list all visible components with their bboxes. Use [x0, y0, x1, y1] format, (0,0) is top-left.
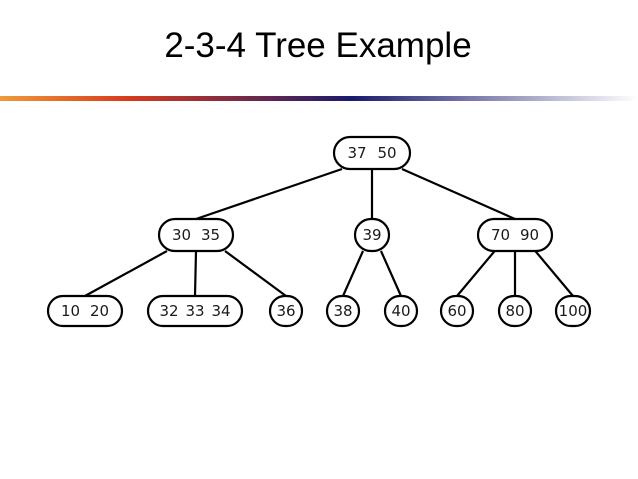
tree-node-key: 70	[491, 226, 510, 244]
tree-node-key: 10	[61, 302, 80, 320]
tree-node-n-80: 80	[497, 294, 533, 328]
tree-node-box	[157, 217, 235, 253]
tree-node-box	[46, 294, 124, 328]
tree-edge-n-30-35-to-n-10-20	[84, 250, 168, 297]
tree-node-key: 60	[447, 302, 466, 320]
tree-node-n-36: 36	[268, 294, 304, 328]
tree-node-n-100: 100	[554, 294, 592, 328]
tree-node-box	[439, 294, 475, 328]
tree-node-n-30-35: 30 35	[157, 217, 235, 253]
tree-node-key: 34	[211, 302, 230, 320]
tree-node-box	[497, 294, 533, 328]
tree-node-box	[353, 217, 391, 253]
tree-node-key: 90	[520, 226, 539, 244]
tree-edges	[84, 167, 574, 297]
tree-edge-n-70-90-to-n-60	[456, 250, 496, 297]
tree-node-n-40: 40	[383, 294, 419, 328]
tree-node-root: 37 50	[332, 135, 412, 171]
tree-node-box	[146, 294, 244, 328]
tree-node-box	[383, 294, 419, 328]
tree-node-n-32-33-34: 32 33 34	[146, 294, 244, 328]
tree-node-n-38: 38	[325, 294, 361, 328]
slide-title: 2-3-4 Tree Example	[164, 26, 472, 65]
tree-edge-n-39-to-n-40	[379, 250, 403, 297]
tree-node-key: 100	[559, 302, 588, 320]
tree-edge-n-39-to-n-38	[341, 250, 365, 297]
tree-node-n-70-90: 70 90	[476, 217, 554, 253]
tree-node-key: 38	[333, 302, 352, 320]
tree-node-key: 33	[185, 302, 204, 320]
tree-node-box	[554, 294, 592, 328]
tree-node-box	[325, 294, 361, 328]
tree-node-key: 50	[377, 144, 396, 162]
tree-node-n-39: 39	[353, 217, 391, 253]
tree-node-key: 32	[159, 302, 178, 320]
tree-node-box	[268, 294, 304, 328]
tree-node-key: 37	[347, 144, 366, 162]
tree-node-box	[476, 217, 554, 253]
tree-node-key: 36	[276, 302, 295, 320]
title-underline-bar	[0, 96, 638, 101]
tree-node-key: 30	[172, 226, 191, 244]
tree-node-n-10-20: 10 20	[46, 294, 124, 328]
tree-nodes: 37 50 30 35 39 70 90 10 20 32 33 34 36 38 40 60 80 100	[46, 135, 592, 328]
tree-node-key: 35	[201, 226, 220, 244]
tree-node-key: 40	[391, 302, 410, 320]
tree-node-key: 39	[362, 226, 381, 244]
tree-node-box	[332, 135, 412, 171]
tree-node-key: 80	[505, 302, 524, 320]
tree-edge-root-to-n-70-90	[401, 167, 516, 221]
tree-edge-root-to-n-30-35	[195, 167, 343, 221]
tree-edge-n-70-90-to-n-100	[534, 250, 574, 297]
tree-node-key: 20	[90, 302, 109, 320]
tree-node-n-60: 60	[439, 294, 475, 328]
tree-edge-n-30-35-to-n-36	[224, 250, 287, 297]
tree-edge-n-30-35-to-n-32-33-34	[193, 250, 198, 297]
